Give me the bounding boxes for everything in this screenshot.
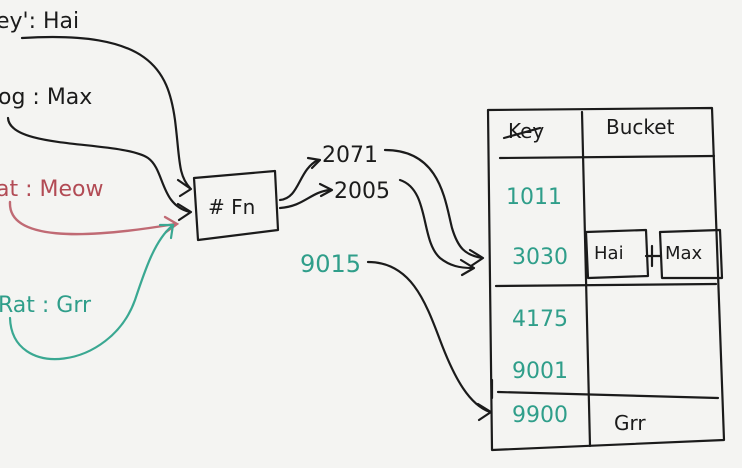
arrow-2005-to-row-3030 bbox=[398, 178, 474, 270]
bucket-node-max: Max bbox=[665, 243, 703, 264]
input-key-meow: at : Meow bbox=[0, 177, 103, 202]
bucket-node-box bbox=[584, 228, 650, 280]
input-key-max: og : Max bbox=[0, 85, 92, 110]
arrowhead-2071-row bbox=[468, 248, 485, 268]
hash-output-9015: 9015 bbox=[300, 250, 361, 278]
table-key-1011: 1011 bbox=[506, 185, 562, 210]
hash-output-2005: 2005 bbox=[334, 179, 390, 204]
table-header-divider bbox=[498, 154, 716, 160]
arrowhead-9015-row bbox=[476, 402, 493, 422]
arrow-grr-to-hash bbox=[8, 224, 174, 361]
arrowhead-grr bbox=[158, 223, 175, 240]
arrowhead-2005 bbox=[318, 182, 334, 198]
arrow-hash-to-2005 bbox=[278, 188, 332, 210]
arrow-hai-to-hash bbox=[20, 35, 192, 190]
table-column-divider bbox=[580, 110, 592, 448]
input-key-hai: ey': Hai bbox=[0, 9, 79, 34]
input-key-grr: Rat : Grr bbox=[0, 293, 92, 318]
bucket-node-hai: Hai bbox=[594, 243, 624, 264]
arrow-max-to-hash bbox=[6, 116, 192, 214]
hash-output-2071: 2071 bbox=[322, 143, 378, 168]
table-key-9001: 9001 bbox=[512, 359, 568, 384]
arrowhead-max bbox=[176, 202, 193, 222]
hash-function-label: # Fn bbox=[208, 195, 255, 219]
arrow-hash-to-2071 bbox=[278, 158, 320, 202]
bucket-node-grr: Grr bbox=[614, 411, 646, 435]
arrow-meow-to-hash bbox=[8, 200, 177, 236]
table-row-divider bbox=[494, 282, 718, 288]
table-key-9900: 9900 bbox=[512, 403, 568, 428]
table-key-4175: 4175 bbox=[512, 307, 568, 332]
arrowhead-2005-row bbox=[459, 258, 476, 277]
table-outline bbox=[486, 106, 726, 452]
header-key-strike bbox=[502, 126, 542, 140]
bucket-node-box bbox=[658, 228, 724, 280]
table-row-divider bbox=[496, 390, 720, 400]
arrow-2071-to-row-3030 bbox=[383, 148, 484, 260]
arrowhead-hai bbox=[176, 178, 193, 198]
table-header-bucket: Bucket bbox=[606, 115, 675, 139]
arrowhead-2071 bbox=[306, 156, 322, 170]
table-key-3030: 3030 bbox=[512, 245, 568, 270]
arrow-9015-to-row-9900 bbox=[366, 260, 492, 414]
hash-function-box bbox=[192, 169, 280, 242]
